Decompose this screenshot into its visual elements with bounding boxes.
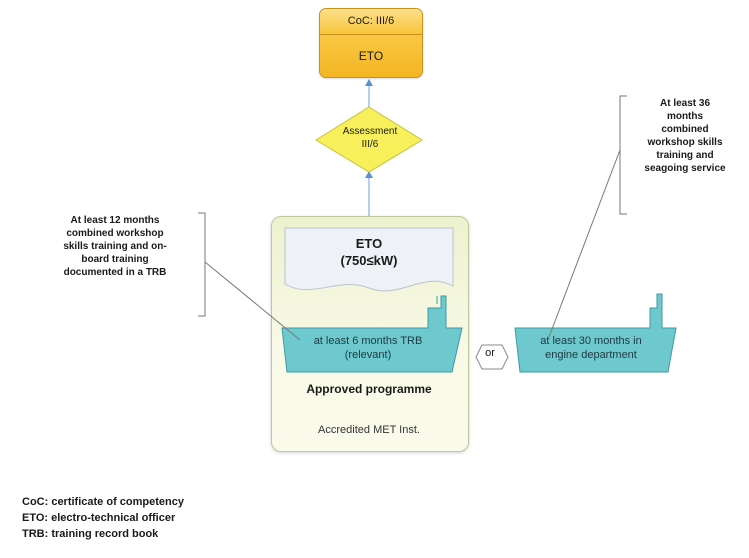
ship-left-shape bbox=[281, 295, 463, 373]
left-callout-line: documented in a TRB bbox=[63, 267, 167, 278]
right-callout-line: workshop skills bbox=[647, 137, 723, 148]
or-label: or bbox=[485, 347, 495, 359]
right-callout-leader bbox=[548, 149, 621, 338]
coc-box: CoC: III/6 ETO bbox=[319, 8, 423, 78]
left-callout-bracket bbox=[198, 212, 206, 317]
left-callout-leader bbox=[204, 261, 301, 341]
assessment-label: Assessment III/6 bbox=[320, 125, 420, 151]
right-callout-line: combined bbox=[661, 124, 709, 135]
right-callout-line: training and bbox=[656, 150, 714, 161]
left-callout-line: skills training and on- bbox=[63, 241, 167, 252]
arrowhead-assessment bbox=[365, 171, 373, 178]
right-callout-line: seagoing service bbox=[644, 163, 726, 174]
ship-left-line: (relevant) bbox=[344, 349, 392, 361]
legend-item: TRB: training record book bbox=[22, 528, 159, 540]
left-callout-line: board training bbox=[81, 254, 149, 265]
ship-left-line: at least 6 months TRB bbox=[313, 335, 423, 347]
right-callout-line: At least 36 bbox=[659, 98, 711, 109]
right-callout-bracket bbox=[619, 95, 627, 215]
legend-item: CoC: certificate of competency bbox=[22, 496, 184, 508]
right-callout-line: months bbox=[666, 111, 704, 122]
coc-header: CoC: III/6 bbox=[320, 9, 422, 35]
ship-right-line: engine department bbox=[545, 349, 637, 361]
coc-label: ETO bbox=[320, 35, 422, 77]
legend-item: ETO: electro-technical officer bbox=[22, 512, 176, 524]
accredited-institution-label: Accredited MET Inst. bbox=[318, 424, 420, 436]
approved-programme-label: Approved programme bbox=[306, 382, 432, 396]
left-callout-line: combined workshop bbox=[66, 228, 164, 239]
left-callout: At least 12 months combined workshop ski… bbox=[30, 214, 200, 279]
ship-right-label: at least 30 months in engine department bbox=[516, 334, 666, 362]
assessment-line2: III/6 bbox=[361, 139, 379, 150]
ship-right-line: at least 30 months in bbox=[540, 335, 642, 347]
arrowhead-coc bbox=[365, 79, 373, 86]
or-hexagon bbox=[475, 344, 509, 370]
left-callout-line: At least 12 months bbox=[70, 215, 160, 226]
abbreviation-legend: CoC: certificate of competency ETO: elec… bbox=[22, 494, 184, 542]
program-eto-title: ETO bbox=[355, 236, 383, 251]
right-callout: At least 36 months combined workshop ski… bbox=[624, 97, 746, 175]
eto-document-shape bbox=[284, 227, 454, 292]
program-eto-power: (750≤kW) bbox=[340, 253, 398, 268]
ship-left-label: at least 6 months TRB (relevant) bbox=[288, 334, 448, 362]
assessment-line1: Assessment bbox=[342, 126, 398, 137]
assessment-diamond bbox=[315, 106, 423, 173]
ship-right-shape bbox=[514, 293, 677, 373]
